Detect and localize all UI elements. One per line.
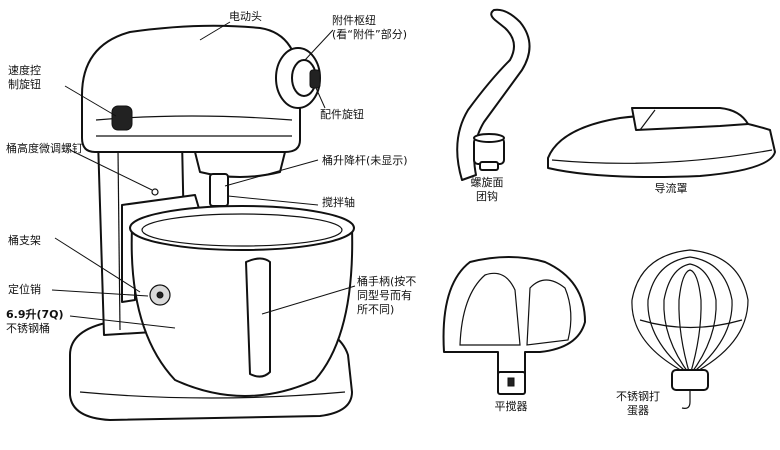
speed-control-knob xyxy=(111,105,133,131)
label-locating-pin: 定位销 xyxy=(8,283,41,296)
label-speed-control: 速度控 制旋钮 xyxy=(8,64,41,92)
dough-hook-illustration xyxy=(456,8,531,181)
label-attachment-hub: 附件枢纽 (看“附件”部分) xyxy=(332,14,407,42)
bowl-handle xyxy=(245,257,271,378)
label-attachment-hub-line1: 附件枢纽 xyxy=(332,14,376,27)
bowl-rim xyxy=(129,205,355,251)
beater-shaft xyxy=(209,173,229,207)
label-bowl-lift-lever: 桶升降杆(未显示) xyxy=(322,154,408,167)
label-bowl-line2: 不锈钢桶 xyxy=(6,322,50,335)
stainless-bowl xyxy=(130,227,354,397)
label-bowl-handle-line2: 同型号而有 xyxy=(357,289,412,302)
wire-whip-illustration xyxy=(631,249,749,409)
bowl-height-screw xyxy=(151,188,159,196)
caption-flat-beater: 平搅器 xyxy=(494,400,528,413)
label-bowl-line1: 6.9升(7Q) xyxy=(6,308,64,321)
caption-wire-whip-line1: 不锈钢打 xyxy=(616,390,660,403)
attachment-knob xyxy=(309,69,321,89)
leader-lines xyxy=(51,21,356,329)
label-attachment-hub-line2: (看“附件”部分) xyxy=(332,28,407,41)
caption-pouring-shield: 导流罩 xyxy=(654,182,688,195)
label-attachment-knob: 配件旋钮 xyxy=(320,108,364,121)
pouring-shield-illustration xyxy=(547,107,776,178)
flat-beater-illustration xyxy=(442,256,586,395)
label-beater-shaft: 搅拌轴 xyxy=(322,196,355,209)
caption-dough-hook: 螺旋面 团钩 xyxy=(460,176,514,204)
caption-wire-whip-line2: 蛋器 xyxy=(627,404,649,417)
label-motor-head: 电动头 xyxy=(229,10,262,23)
label-bowl-handle-line1: 桶手柄(按不 xyxy=(357,275,417,288)
caption-dough-hook-line1: 螺旋面 xyxy=(470,176,504,189)
label-bowl-height-screw: 桶高度微调螺钉 xyxy=(6,142,83,155)
motor-head xyxy=(81,24,301,153)
label-bowl: 6.9升(7Q) 不锈钢桶 xyxy=(6,308,64,336)
label-bowl-support: 桶支架 xyxy=(8,234,41,247)
caption-wire-whip: 不锈钢打 蛋器 xyxy=(602,390,674,418)
label-bowl-handle-line3: 所不同) xyxy=(357,303,395,316)
label-bowl-handle: 桶手柄(按不 同型号而有 所不同) xyxy=(357,275,416,317)
stand-mixer-illustration xyxy=(69,24,355,421)
caption-dough-hook-line2: 团钩 xyxy=(476,190,498,203)
label-speed-control-line2: 制旋钮 xyxy=(8,78,41,91)
planetary xyxy=(194,151,286,178)
label-speed-control-line1: 速度控 xyxy=(8,64,41,77)
